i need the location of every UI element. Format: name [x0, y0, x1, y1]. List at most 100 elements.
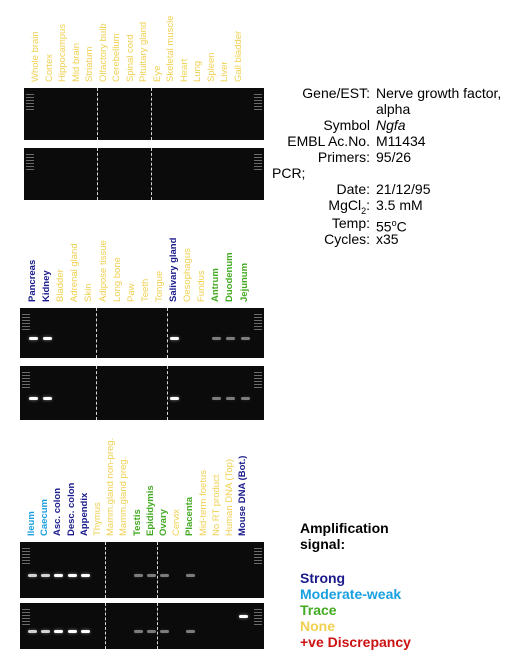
lane-label: Mouse DNA (Bot.) [237, 455, 249, 536]
embl-key: EMBL Ac.No. [287, 133, 370, 149]
lane-label: Antrum [210, 268, 222, 302]
gel-band [212, 337, 222, 340]
gel-band [160, 629, 169, 633]
lane-label: Pancreas [27, 259, 38, 302]
gel-band [41, 629, 51, 633]
lane-label: Spleen [205, 52, 217, 82]
ladder-band [26, 100, 34, 101]
ladder-band [26, 97, 34, 98]
lane-separator [157, 542, 159, 598]
ladder-band [22, 609, 30, 610]
gel-image-panel-1-top [24, 88, 264, 140]
lane-separator [96, 366, 98, 420]
ladder-band [254, 618, 262, 619]
lane-label: Asc. colon [52, 487, 64, 536]
ladder-band [22, 387, 30, 388]
gel-image-panel-1-bottom [24, 148, 264, 200]
gel-band [67, 574, 77, 578]
ladder-band [22, 557, 30, 558]
legend-trace: Trace [300, 602, 337, 618]
lane-label: Cervix [171, 509, 183, 536]
ladder-band [22, 618, 30, 619]
gene-value-2: alpha [376, 101, 411, 117]
gel-band [226, 337, 236, 340]
ladder-band [22, 323, 30, 324]
gel-image-panel-2-top [20, 308, 264, 358]
ladder-band [22, 624, 30, 625]
ladder-band [254, 160, 262, 161]
lane-separator [150, 148, 152, 200]
gel-band [240, 337, 250, 340]
lane-label: Eye [151, 65, 163, 82]
gel-image-panel-3-top [20, 542, 264, 598]
ladder-band [254, 381, 262, 382]
mgcl-value: 3.5 mM [376, 197, 423, 213]
cycles-key: Cycles: [324, 231, 370, 247]
ladder-band [254, 163, 262, 164]
ladder-band [22, 560, 30, 561]
ladder-band [254, 166, 262, 167]
gel-band [67, 629, 77, 633]
ladder-band [254, 375, 262, 376]
legend-title-1: Amplification [300, 520, 389, 536]
gene-value-1: Nerve growth factor, [376, 85, 502, 101]
lane-label: No RT product [210, 474, 222, 536]
ladder-band [22, 320, 30, 321]
ladder-band [254, 106, 262, 107]
ladder-band [26, 169, 34, 170]
lane-label: Duodenum [224, 252, 236, 302]
gel-band [54, 629, 64, 633]
legend-title-2: signal: [300, 536, 346, 552]
ladder-band [254, 157, 262, 158]
lane-label: Kidney [41, 270, 53, 302]
gel-image-panel-3-bottom [20, 603, 264, 649]
ladder-band [254, 329, 262, 330]
ladder-band [22, 326, 30, 327]
ladder-band [26, 163, 34, 164]
lane-label: Liver [219, 61, 230, 82]
lane-label: Tongue [153, 270, 165, 302]
ladder-band [254, 624, 262, 625]
lane-separator [96, 148, 98, 200]
ladder-band [26, 94, 34, 95]
date-key: Date: [336, 181, 370, 197]
symbol-key: Symbol [323, 117, 370, 133]
ladder-band [22, 615, 30, 616]
lane-label: Desc. colon [65, 482, 77, 536]
lane-label: Placenta [184, 496, 196, 536]
lane-label: Long bone [111, 257, 123, 302]
lane-label: Salivary gland [168, 237, 179, 302]
lane-label: Mamm.gland preg. [118, 456, 130, 536]
lane-label: Paw [125, 283, 137, 302]
lane-separator [96, 308, 98, 358]
ladder-band [254, 317, 262, 318]
gel-band [240, 397, 250, 401]
cycles-value: x35 [376, 231, 399, 247]
ladder-band [22, 314, 30, 315]
ladder-band [22, 384, 30, 385]
ladder-band [22, 612, 30, 613]
ladder-band [22, 621, 30, 622]
lane-label: Skin [83, 283, 95, 302]
lane-label: Mamm.gland non-preg. [105, 437, 117, 536]
lane-label: Gall bladder [232, 30, 244, 82]
gel-band [186, 629, 196, 633]
gel-band [28, 629, 37, 633]
ladder-band [254, 557, 262, 558]
date-value: 21/12/95 [376, 181, 431, 197]
lane-label: Adrenal gland [69, 243, 81, 302]
ladder-band [254, 378, 262, 379]
temp-value: 55oC [376, 218, 407, 235]
ladder-band [254, 387, 262, 388]
gel-band [29, 397, 38, 401]
ladder-band [254, 612, 262, 613]
gel-band [43, 397, 53, 401]
gene-key: Gene/EST: [302, 85, 370, 101]
lane-label: Oesophagus [182, 248, 194, 302]
lane-separator [150, 88, 152, 140]
lane-label: Spinal cord [124, 34, 136, 82]
ladder-band [254, 551, 262, 552]
symbol-value: Ngfa [376, 117, 406, 133]
lane-label: Ileum [26, 511, 37, 536]
lane-label: Adipose tissue [97, 240, 109, 302]
